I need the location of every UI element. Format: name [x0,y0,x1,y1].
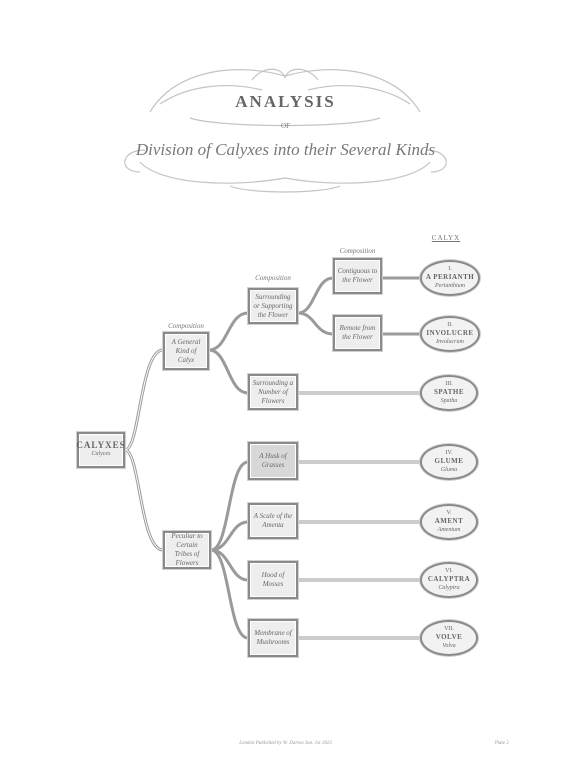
oval-numeral: IV. [445,450,453,456]
title-subtitle: Division of Calyxes into their Several K… [135,140,436,159]
level2-upper-label: Composition [255,274,291,282]
connector-l2-b [296,311,335,336]
oval-name: INVOLUCRE [426,329,474,337]
title-block: ANALYSIS OF Division of Calyxes into the… [0,0,571,200]
oval-numeral: III. [445,381,453,387]
oval-name: GLUME [434,457,464,465]
oval-name: CALYPTRA [427,575,471,583]
root-latin: Calyces [91,451,111,457]
oval-latin: Calyptra [438,585,460,591]
level2-upper-box-b: Surrounding a Number of Flowers [248,374,298,410]
oval-numeral: VI. [445,568,453,574]
connector-root-upper [123,348,165,452]
oval-ament: V. AMENT Amentum [420,504,478,540]
oval-calyptra: VI. CALYPTRA Calyptra [420,562,478,598]
level2-upper-box-a: Surrounding or Supporting the Flower [248,288,298,324]
oval-name: SPATHE [434,388,464,396]
connector-l2-a [296,276,335,315]
title-of: OF [281,122,290,130]
connector-l1-lower-d [209,548,250,640]
footer-plate: Plate 2 [495,741,509,746]
oval-name: AMENT [434,517,464,525]
oval-volve: VII. VOLVE Volva [420,620,478,656]
oval-glume: IV. GLUME Gluma [420,444,478,480]
oval-involucre: II. INVOLUCRE Involucrum [420,316,480,352]
oval-latin: Perianthium [435,283,465,289]
connector-l1-upper-b [207,348,250,395]
oval-latin: Amentum [437,527,461,533]
level3-upper-label: Composition [339,247,376,255]
level3-box-b: Remote from the Flower [333,315,382,351]
root-box: CALYXES Calyces [76,432,126,468]
level2-lower-box-c: Hood of Mosses [248,561,298,599]
oval-numeral: VII. [444,626,454,632]
connector-l1-upper-a [207,311,250,352]
oval-numeral: I. [448,266,452,272]
oval-latin: Spatha [440,398,458,404]
oval-numeral: II. [447,322,453,328]
level2-lower-box-d: Membrane of Mushrooms [248,619,298,657]
column-header: CALYX [431,234,461,242]
oval-latin: Gluma [440,467,458,473]
oval-name: A PERIANTH [425,273,475,281]
level1-upper-box: A General Kind of Calyx [163,332,209,370]
oval-spathe: III. SPATHE Spatha [420,375,478,411]
connector-root-lower [123,448,165,552]
level3-box-a: Contiguous to the Flower [333,258,382,294]
oval-latin: Volva [442,643,456,649]
footer-publisher: London Published by W. Darton Jun. 1st 1… [239,741,332,746]
level1-lower-box: Peculiar to Certain Tribes of Flowers [163,531,211,569]
connector-l1-lower-a [209,460,250,552]
oval-name: VOLVE [435,633,463,641]
oval-numeral: V. [446,510,452,516]
oval-perianth: I. A PERIANTH Perianthium [420,260,480,296]
level2-lower-box-a: A Husk of Grasses [248,442,298,480]
level2-lower-box-b: A Scale of the Amenta [248,503,298,539]
flourish-ornament [124,68,447,193]
title-main: ANALYSIS [235,92,336,111]
level1-upper-label: Composition [168,322,204,330]
root-name: CALYXES [76,440,126,450]
oval-latin: Involucrum [436,339,464,345]
